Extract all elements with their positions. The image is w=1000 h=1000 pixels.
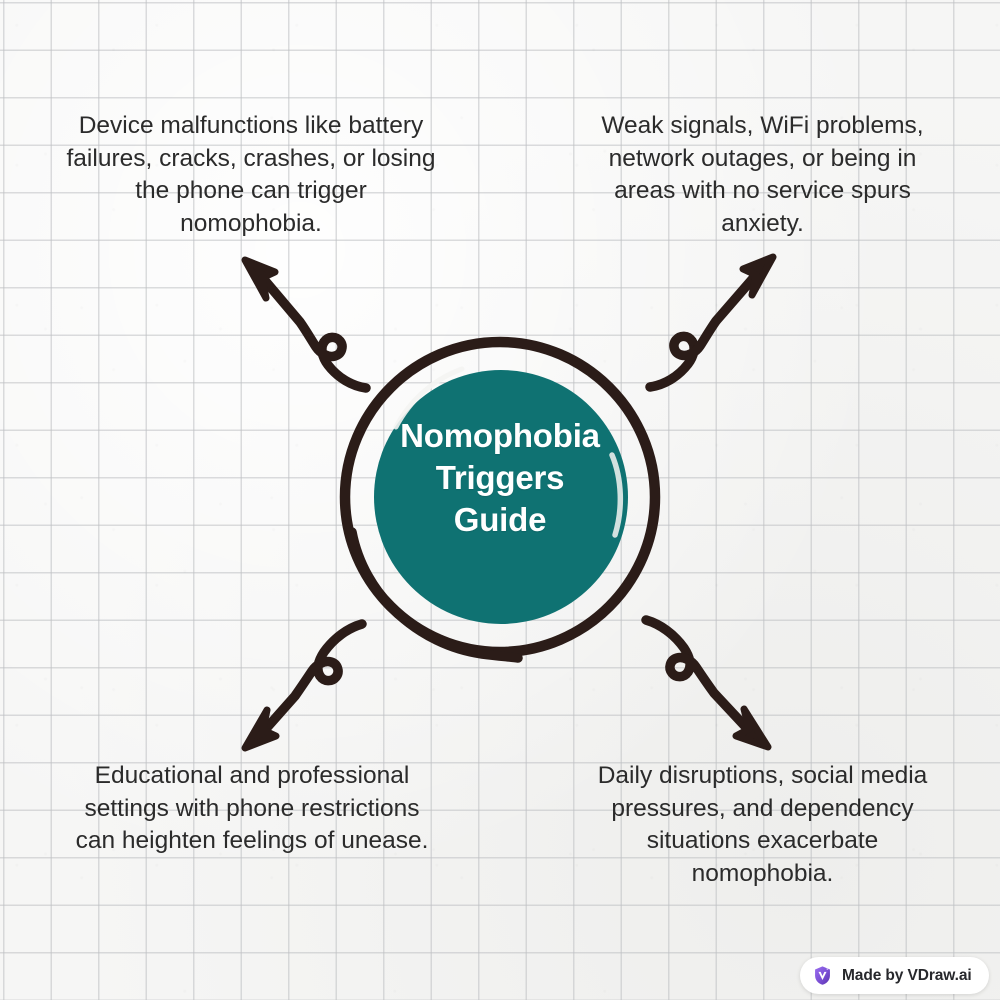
hub-title-line-2: Triggers (435, 459, 565, 497)
callout-line: situations exacerbate (646, 827, 879, 855)
callout-top-left: Device malfunctions like battery failure… (52, 110, 450, 240)
callout-line: failures, cracks, crashes, or losing (66, 144, 436, 172)
hub-disc (374, 370, 628, 624)
callout-line: Weak signals, WiFi problems, (601, 112, 924, 139)
watermark-label: Made by VDraw.ai (842, 966, 972, 984)
arrow-bottom-right-icon (641, 615, 772, 751)
callout-bottom-left: Educational and professional settings wi… (62, 760, 442, 858)
hub-title-line-3: Guide (453, 501, 547, 539)
hub-highlight-arc-right (609, 452, 624, 538)
callout-line: Daily disruptions, social media (597, 762, 928, 789)
watermark-badge[interactable]: Made by VDraw.ai (800, 957, 989, 994)
callout-line: anxiety. (721, 209, 804, 237)
arrow-top-left-icon (241, 256, 371, 393)
callout-line: areas with no service spurs (614, 177, 911, 205)
callout-top-right: Weak signals, WiFi problems, network out… (570, 110, 955, 240)
hub-highlight-arc-left (393, 366, 465, 430)
callout-line: can heighten feelings of unease. (75, 827, 429, 855)
callout-line: the phone can trigger (135, 177, 367, 205)
hub-title-line-1: Nomophobia (400, 417, 600, 454)
callout-line: Device malfunctions like battery (78, 112, 424, 139)
arrow-bottom-left-icon (241, 619, 367, 752)
callout-line: network outages, or being in (608, 144, 917, 172)
center-hub: Nomophobia Triggers Guide (330, 327, 670, 667)
vdraw-shield-icon (815, 966, 830, 985)
callout-line: nomophobia. (691, 859, 834, 887)
hub-ring-sketch-stroke (347, 527, 523, 663)
arrow-top-right-icon (645, 253, 777, 392)
callout-line: pressures, and dependency (611, 794, 914, 822)
hub-circle-graphic (339, 336, 661, 663)
callout-line: Educational and professional (94, 762, 410, 789)
callout-bottom-right: Daily disruptions, social media pressure… (570, 760, 955, 890)
hub-title: Nomophobia Triggers Guide (378, 415, 622, 542)
callout-line: settings with phone restrictions (84, 794, 420, 822)
callout-line: nomophobia. (180, 209, 322, 237)
